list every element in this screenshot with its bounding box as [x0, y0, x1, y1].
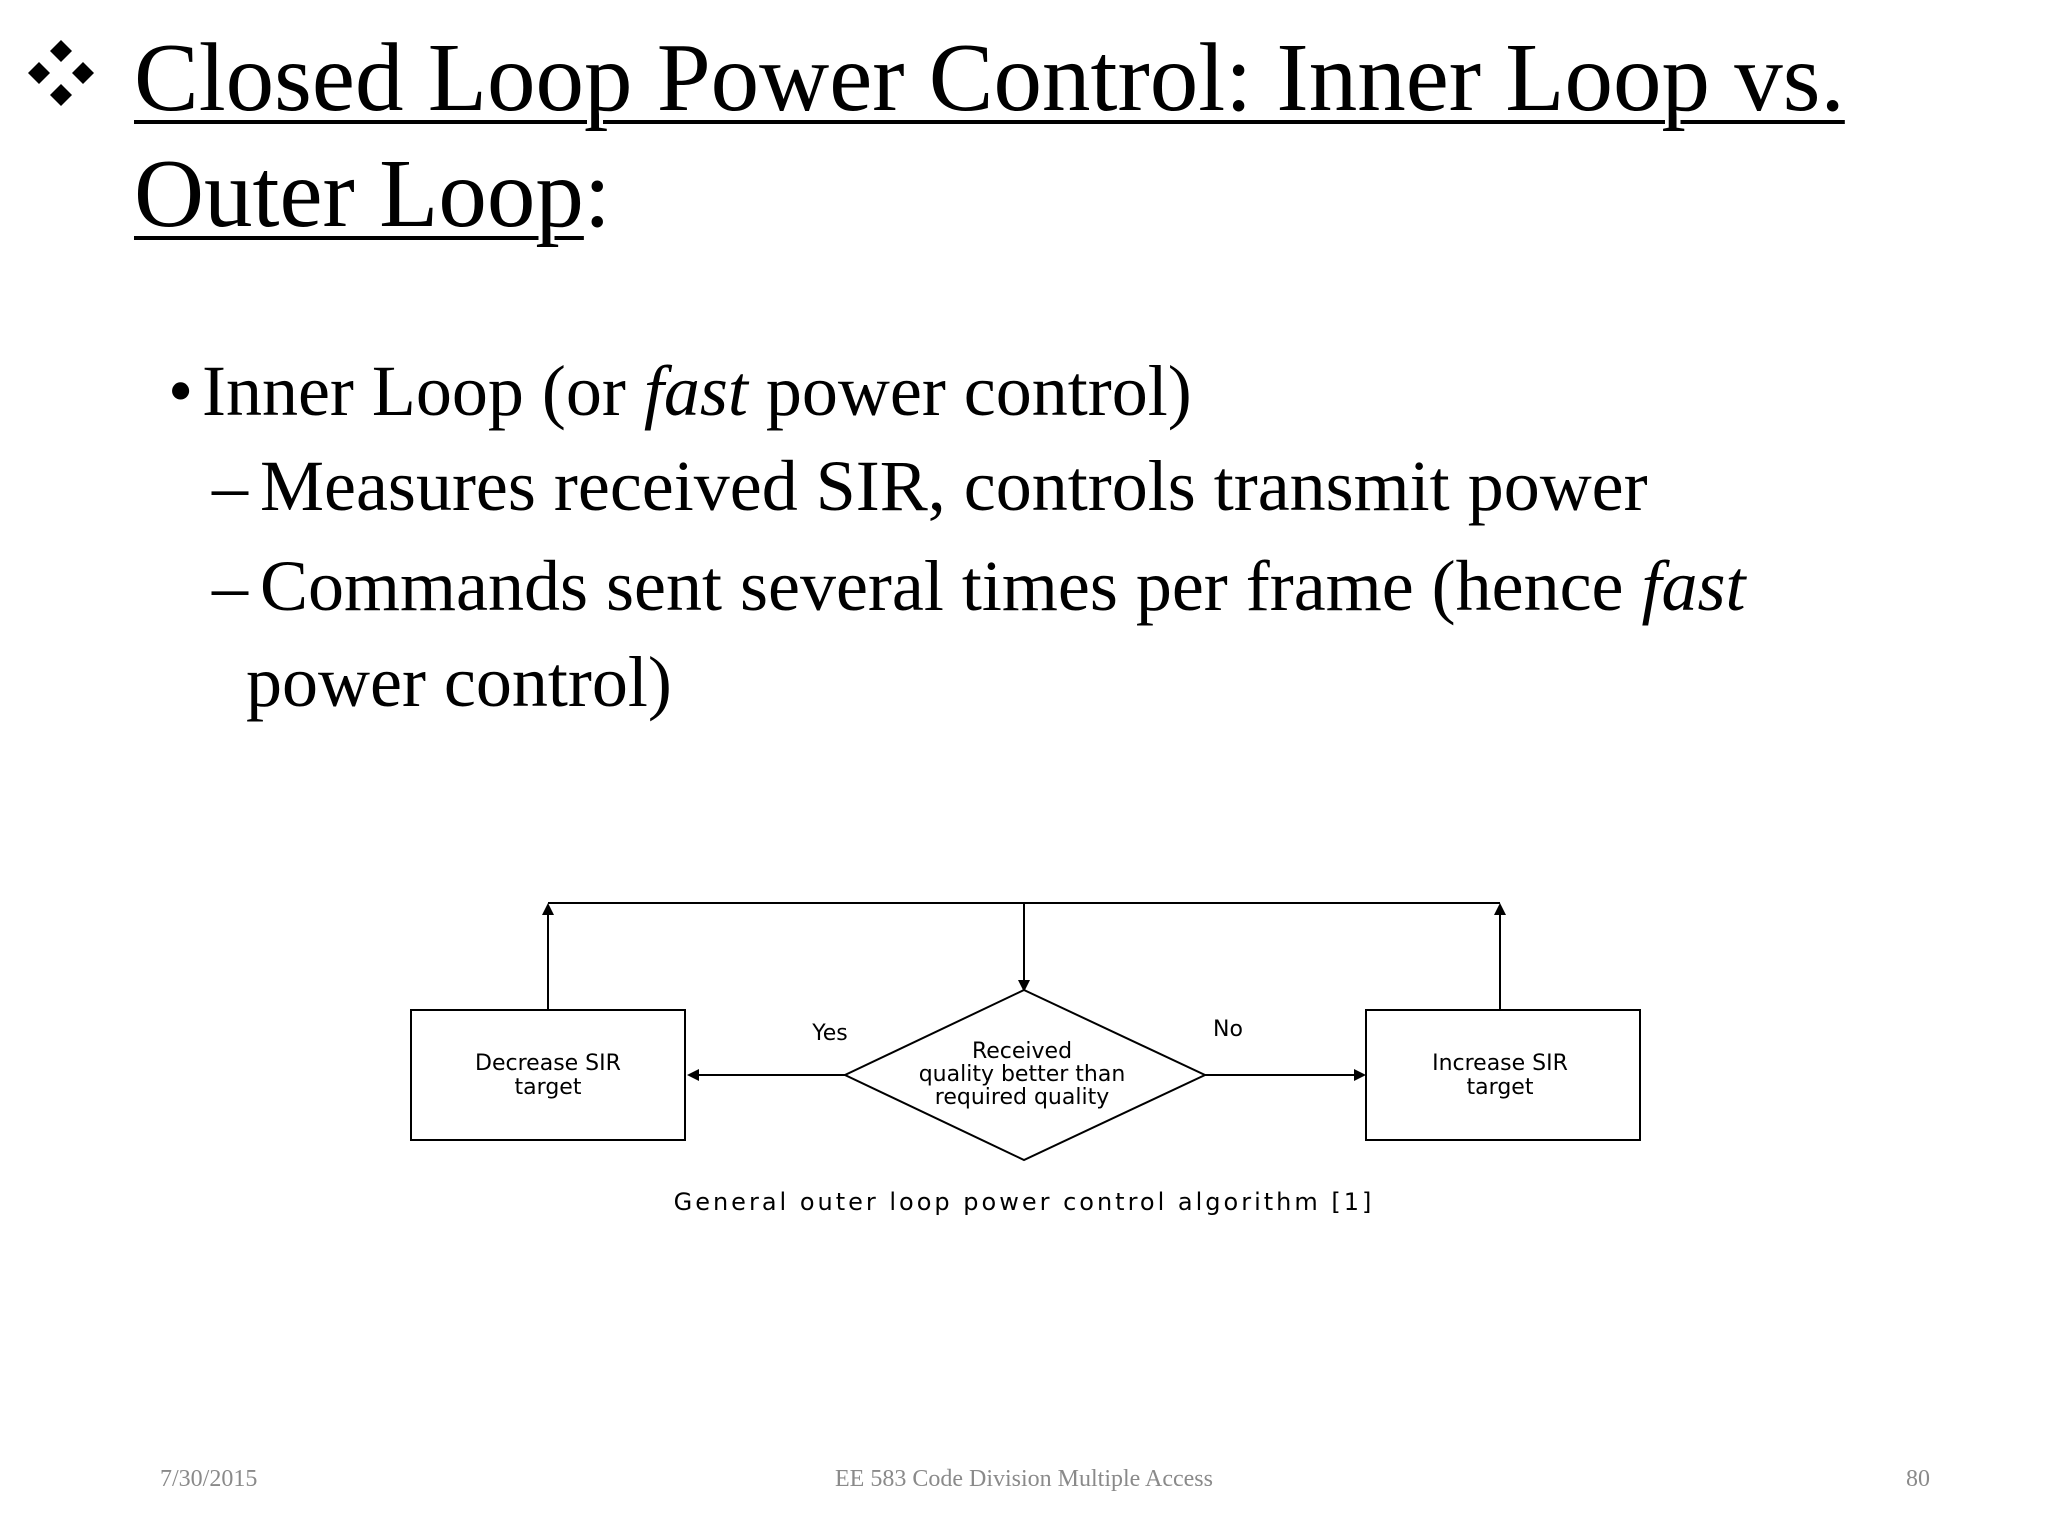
increase-box-line-1: Increase SIR: [1432, 1051, 1568, 1076]
footer-page-number: 80: [1906, 1466, 1930, 1492]
bullet-emphasis: fast: [643, 351, 748, 431]
title-line-1: Closed Loop Power Control: Inner Loop vs…: [134, 24, 1845, 131]
sub-bullet-commands: –Commands sent several times per frame (…: [212, 538, 1952, 730]
bullet-text-after: power control): [747, 351, 1192, 431]
dash-icon: –: [212, 446, 248, 526]
bullet-inner-loop: •Inner Loop (or fast power control): [168, 348, 1192, 434]
bullet-text-before: Inner Loop (or: [202, 351, 644, 431]
diagram-caption: General outer loop power control algorit…: [674, 1188, 1375, 1216]
bullet-dot-icon: •: [168, 351, 194, 431]
decrease-box-line-1: Decrease SIR: [475, 1051, 621, 1076]
sub-bullet-text: Measures received SIR, controls transmit…: [260, 446, 1648, 526]
increase-sir-box: [1365, 1009, 1641, 1141]
decision-diamond: [842, 988, 1208, 1162]
decision-line-1: Received: [972, 1039, 1072, 1064]
feedback-loop-lines: [542, 902, 1506, 1081]
sub-bullet-emphasis: fast: [1641, 546, 1746, 626]
decrease-box-line-2: target: [515, 1075, 582, 1100]
footer-course: EE 583 Code Division Multiple Access: [835, 1466, 1213, 1492]
yes-label: Yes: [811, 1021, 848, 1046]
dash-icon: –: [212, 546, 248, 626]
sub-bullet-measures: –Measures received SIR, controls transmi…: [212, 438, 1648, 534]
slide-title: Closed Loop Power Control: Inner Loop vs…: [134, 20, 1984, 252]
sub-bullet-text-after: power control): [246, 642, 672, 722]
decision-line-2: quality better than: [919, 1062, 1126, 1087]
title-line-2: Outer Loop: [134, 140, 584, 247]
sub-bullet-text-before: Commands sent several times per frame (h…: [260, 546, 1642, 626]
footer-date: 7/30/2015: [160, 1466, 258, 1492]
increase-box-line-2: target: [1467, 1075, 1534, 1100]
no-label: No: [1213, 1017, 1243, 1042]
title-colon: :: [583, 140, 611, 247]
diamond-bullet-icon: [28, 40, 94, 106]
decision-line-3: required quality: [935, 1085, 1109, 1110]
decrease-sir-box: [410, 1009, 686, 1141]
